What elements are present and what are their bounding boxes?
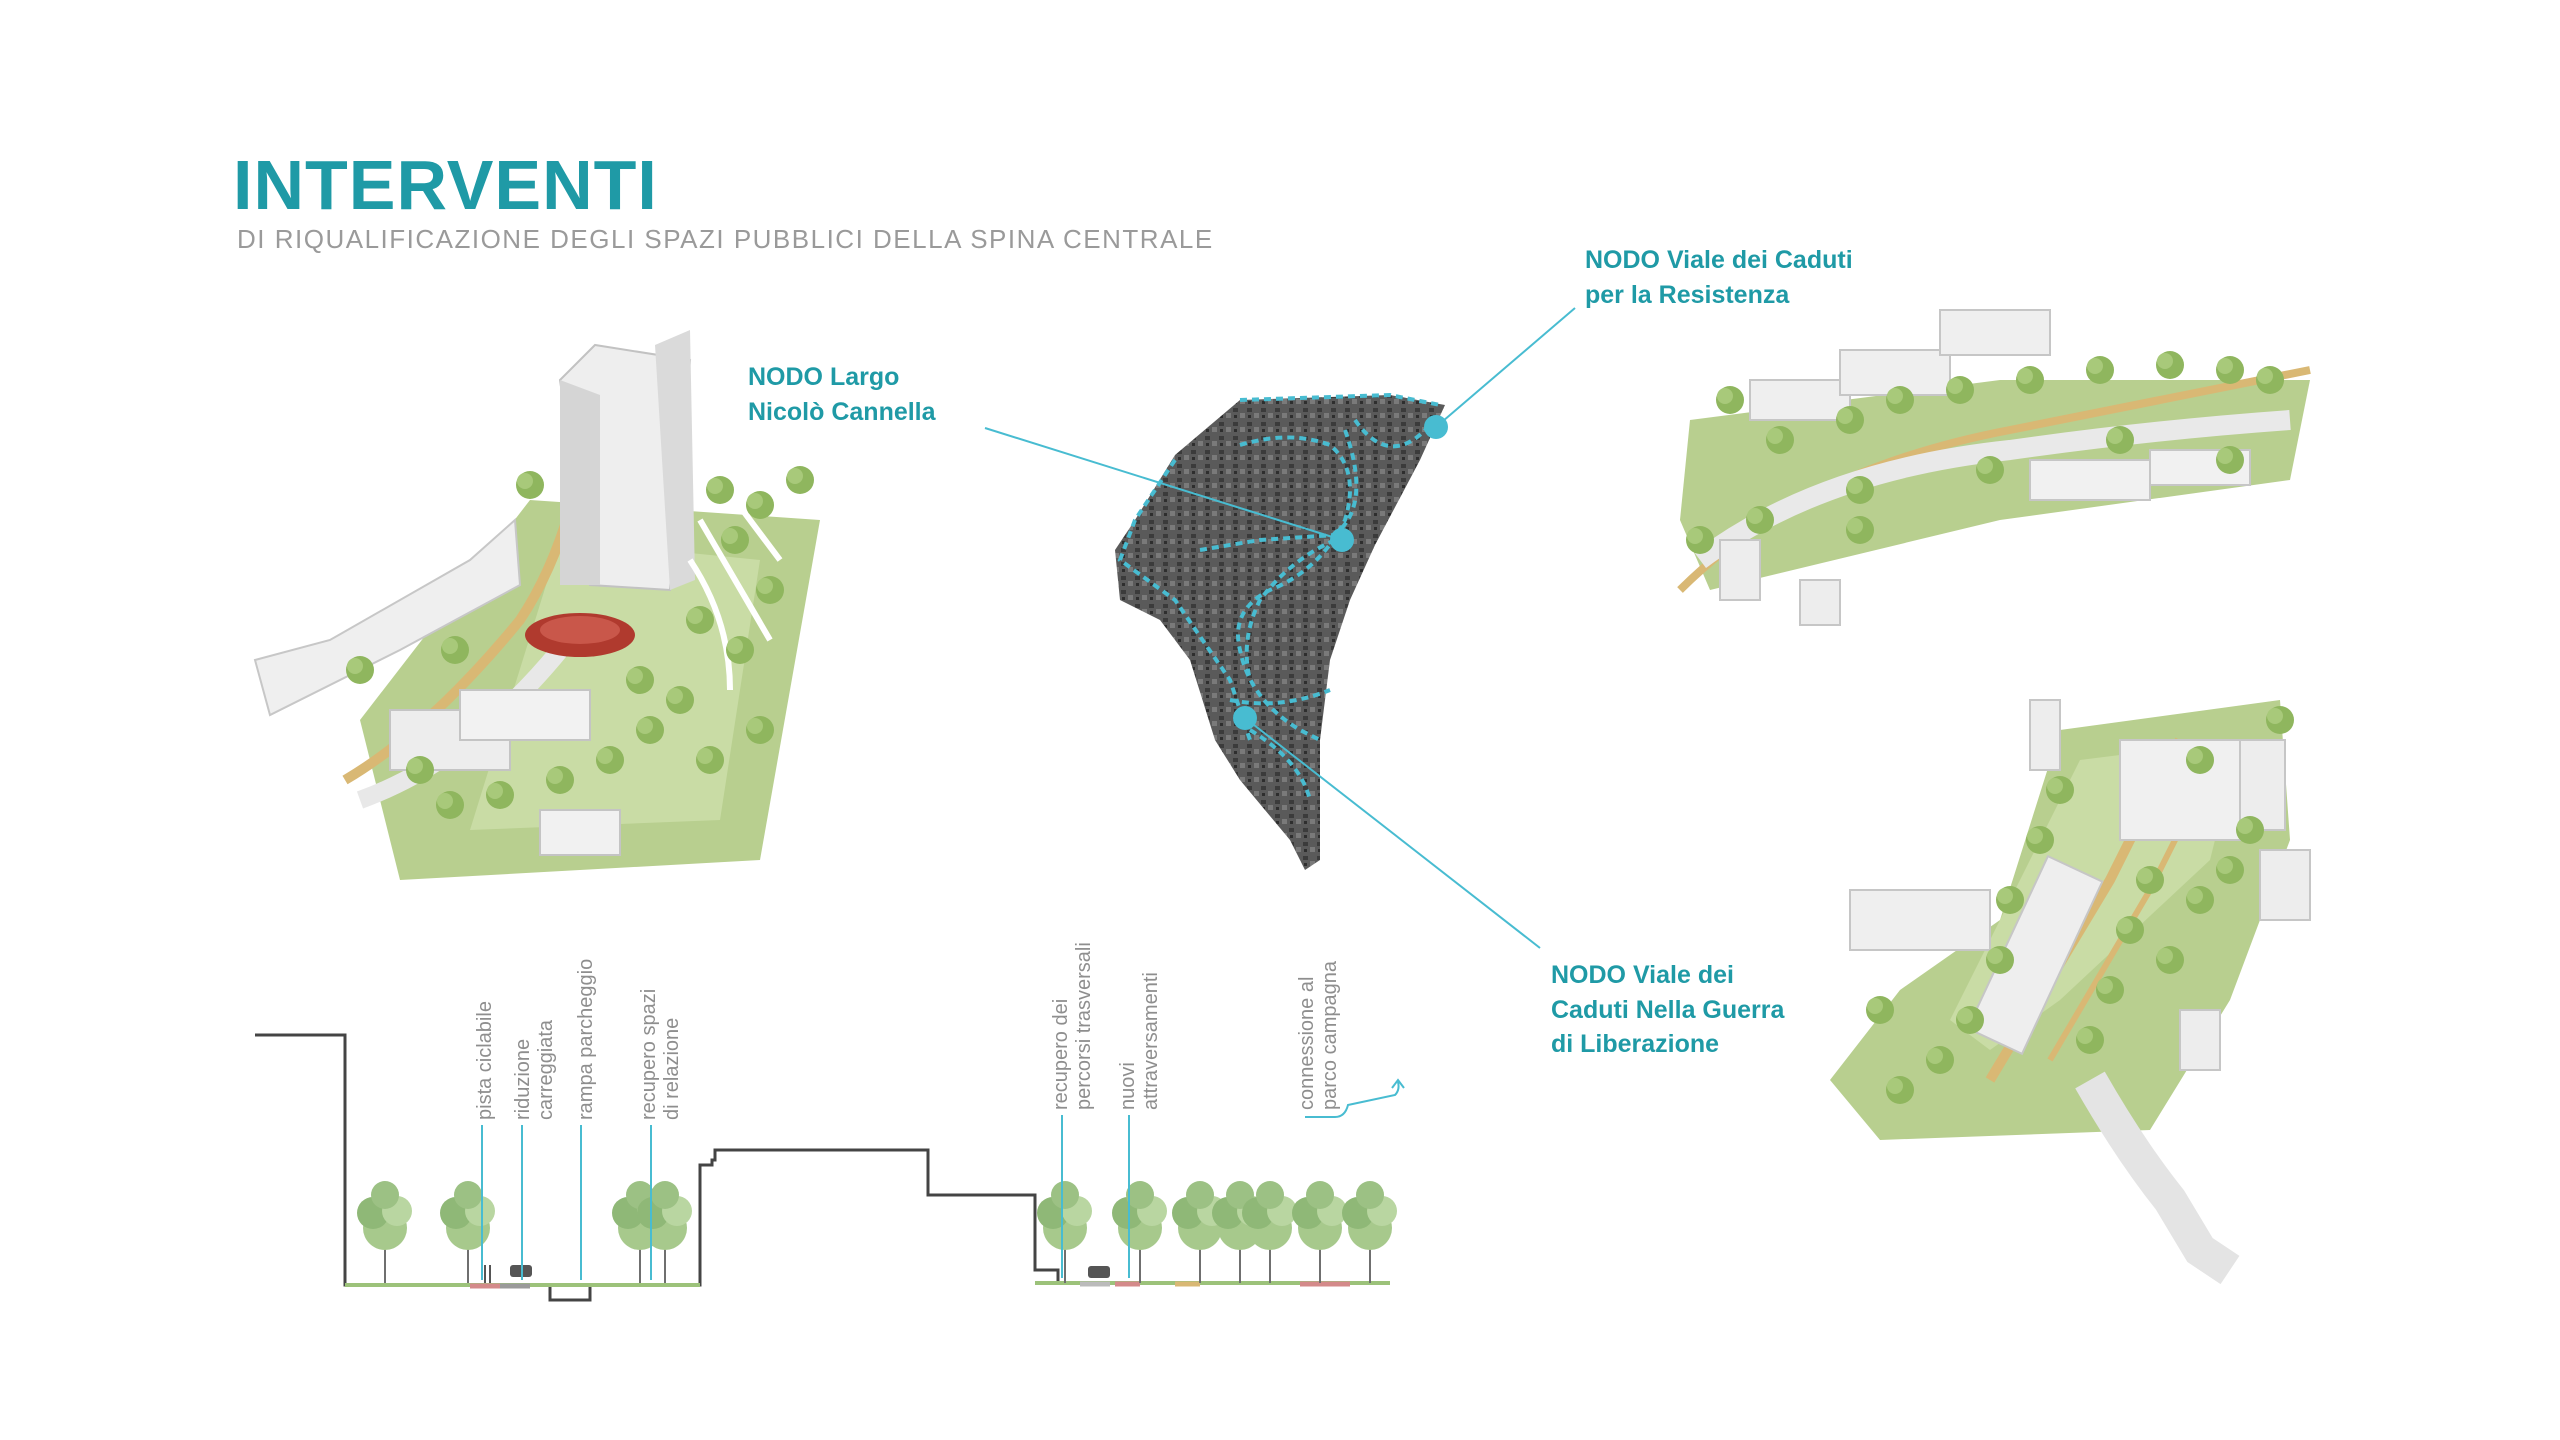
section-label-text: parco campagna — [1319, 961, 1341, 1110]
page-title: INTERVENTI — [233, 146, 658, 224]
section-label-pista: pista ciclabile — [474, 1001, 497, 1120]
section-label-text: pista ciclabile — [474, 1001, 496, 1120]
section-label-text: attraversamenti — [1140, 972, 1162, 1110]
node-label-line: di Liberazione — [1551, 1030, 1720, 1058]
page-subtitle: DI RIQUALIFICAZIONE DEGLI SPAZI PUBBLICI… — [237, 224, 1214, 254]
callout-lines — [984, 307, 1576, 949]
street-section-left — [255, 1033, 1060, 1302]
section-label-text: connessione al — [1296, 976, 1318, 1110]
node-label-line: NODO Viale dei — [1551, 961, 1734, 989]
node-label-line: per la Resistenza — [1585, 280, 1790, 309]
node-label-caduti-liberazione: NODO Viale dei Caduti Nella Guerra di Li… — [1551, 958, 1784, 1062]
section-label-text: percorsi trasversali — [1073, 942, 1095, 1110]
section-label-rampa: rampa parcheggio — [575, 959, 598, 1120]
section-label-text: recupero dei — [1050, 998, 1072, 1110]
section-label-nuovi: nuovi attraversamenti — [1117, 972, 1163, 1110]
section-label-text: di relazione — [661, 1017, 683, 1120]
node-label-line: NODO Largo — [748, 363, 900, 391]
section-label-text: carreggiata — [535, 1019, 557, 1120]
node-label-largo-cannella: NODO Largo Nicolò Cannella — [748, 360, 936, 429]
section-label-text: recupero spazi — [638, 988, 660, 1120]
node-label-line: Caduti Nella Guerra — [1551, 995, 1785, 1024]
node-label-line: Nicolò Cannella — [748, 397, 936, 426]
section-label-text: rampa parcheggio — [575, 958, 597, 1120]
section-label-connessione: connessione al parco campagna — [1296, 961, 1342, 1110]
axon-caduti-liberazione — [1830, 699, 2311, 1285]
section-label-recupero-spazi: recupero spazi di relazione — [638, 989, 684, 1120]
section-label-text: nuovi — [1117, 1062, 1139, 1110]
section-label-riduzione: riduzione carreggiata — [512, 1020, 558, 1120]
street-section-right — [1035, 1078, 1405, 1287]
axon-largo-cannella — [253, 330, 820, 880]
section-label-text: riduzione — [512, 1038, 534, 1120]
axon-caduti-resistenza — [1677, 309, 2311, 626]
node-label-line: NODO Viale dei Caduti — [1585, 246, 1853, 274]
site-map — [1115, 392, 1448, 870]
section-label-recupero-percorsi: recupero dei percorsi trasversali — [1050, 942, 1096, 1110]
node-label-caduti-resistenza: NODO Viale dei Caduti per la Resistenza — [1585, 243, 1853, 312]
